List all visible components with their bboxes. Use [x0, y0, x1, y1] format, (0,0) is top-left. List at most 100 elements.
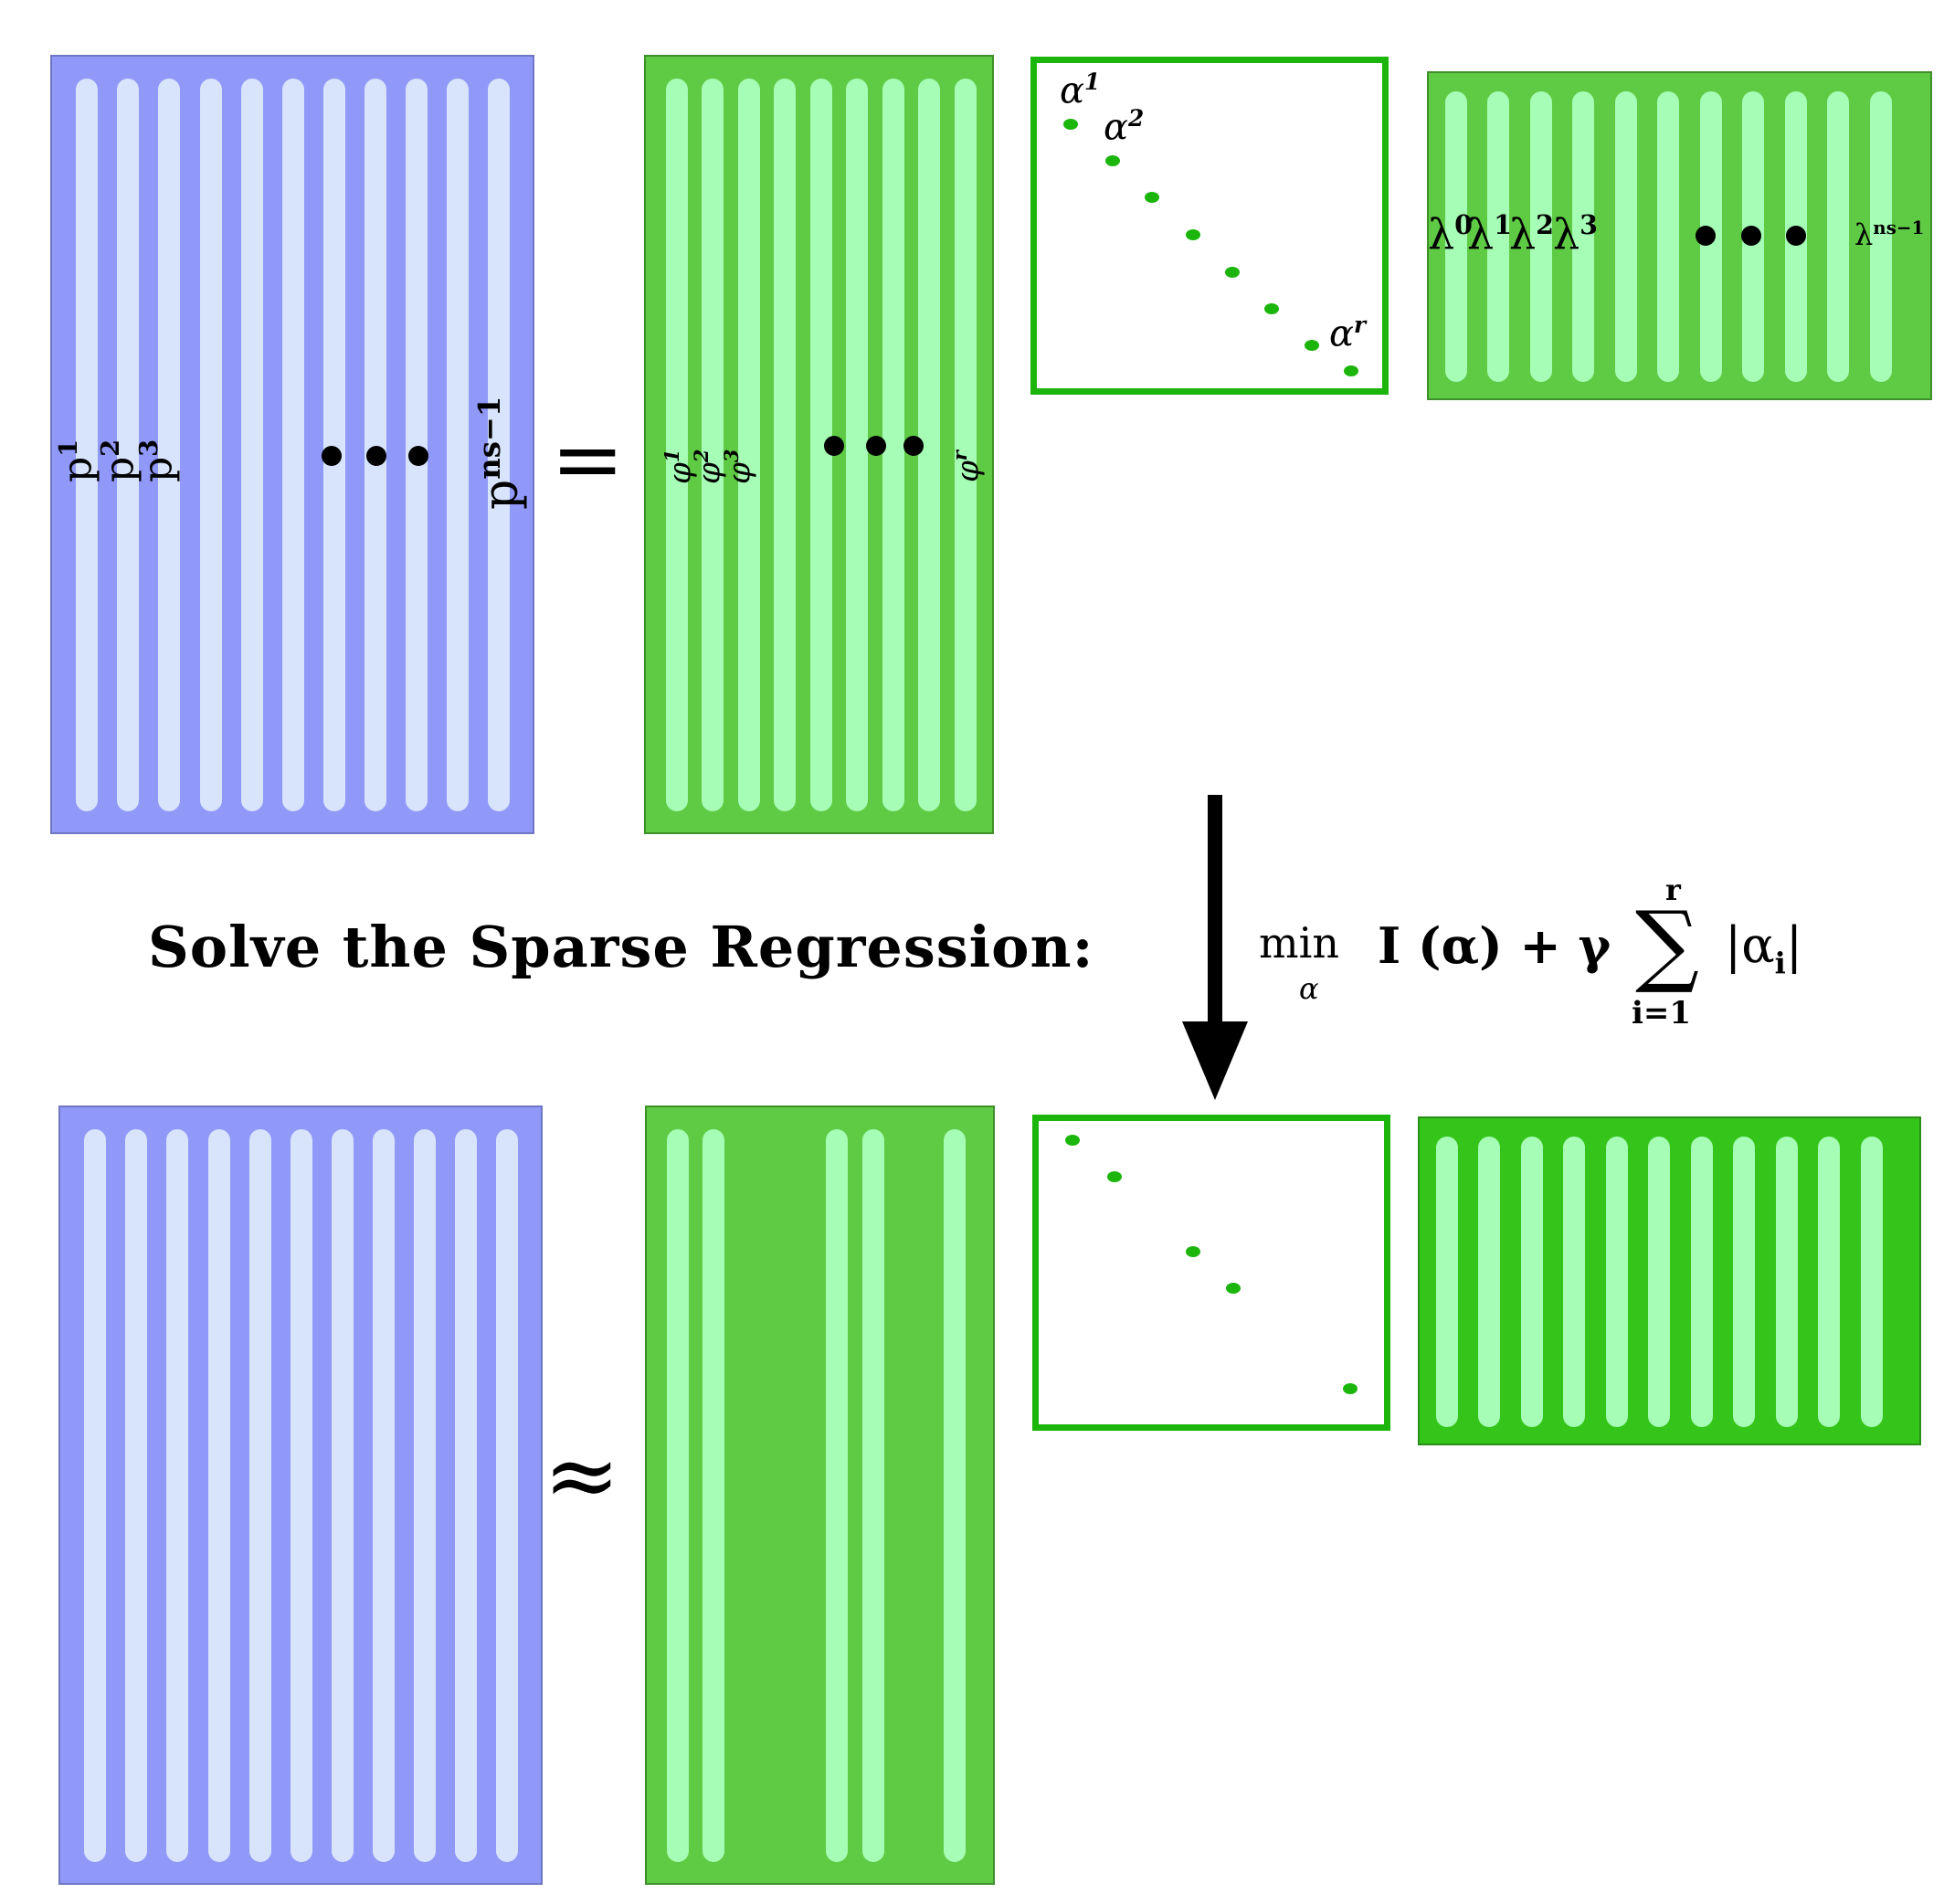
matrix-column-stripe: [862, 1129, 884, 1862]
ellipsis-dot: [1741, 226, 1761, 246]
equals-sign: =: [551, 408, 625, 511]
diagonal-dot: [1107, 1171, 1122, 1182]
mode-label-last: φr: [948, 450, 987, 482]
matrix-column-stripe: [1733, 1137, 1755, 1427]
matrix-column-stripe: [1563, 1137, 1585, 1427]
vandermonde-label-2: λ2: [1509, 209, 1554, 259]
diagonal-dot: [1264, 303, 1279, 314]
matrix-column-stripe: [1861, 1137, 1883, 1427]
matrix-column-stripe: [1615, 91, 1637, 382]
matrix-column-stripe: [373, 1129, 395, 1862]
snapshot-label-1: p1: [54, 439, 101, 482]
vandermonde-label-last: λns−1: [1854, 217, 1925, 252]
matrix-column-stripe: [1436, 1137, 1458, 1427]
matrix-column-stripe: [1818, 1137, 1840, 1427]
matrix-column-stripe: [944, 1129, 966, 1862]
ellipsis-dot: [866, 436, 886, 456]
matrix-column-stripe: [241, 79, 263, 811]
matrix-column-stripe: [667, 1129, 689, 1862]
matrix-column-stripe: [125, 1129, 147, 1862]
matrix-column-stripe: [1572, 91, 1594, 382]
ellipsis-dot: [903, 436, 924, 456]
matrix-column-stripe: [414, 1129, 436, 1862]
matrix-column-stripe: [323, 79, 345, 811]
mode-matrix-top: [644, 55, 994, 834]
matrix-column-stripe: [1606, 1137, 1628, 1427]
matrix-column-stripe: [703, 1129, 724, 1862]
matrix-column-stripe: [406, 79, 428, 811]
matrix-column-stripe: [76, 79, 98, 811]
ellipsis-dot: [1786, 226, 1806, 246]
matrix-column-stripe: [846, 79, 868, 811]
min-subscript: α: [1299, 971, 1319, 1006]
matrix-column-stripe: [826, 1129, 848, 1862]
matrix-column-stripe: [1445, 91, 1467, 382]
ellipsis-dot: [322, 446, 342, 466]
diagonal-dot: [1145, 192, 1159, 203]
matrix-column-stripe: [200, 79, 222, 811]
diagonal-dot: [1063, 119, 1078, 130]
matrix-column-stripe: [1776, 1137, 1798, 1427]
diagonal-dot: [1343, 1383, 1358, 1394]
matrix-column-stripe: [1478, 1137, 1500, 1427]
amplitude-label-1: α1: [1060, 69, 1101, 112]
amplitude-label-r: αr: [1329, 312, 1367, 355]
diagonal-dot: [1186, 1246, 1200, 1257]
diagonal-dot: [1344, 365, 1358, 376]
matrix-column-stripe: [282, 79, 304, 811]
sparse-regression-title: Solve the Sparse Regression:: [148, 914, 1094, 980]
snapshot-label-3: p3: [134, 439, 182, 482]
objective-term: I (α) + γ: [1378, 916, 1611, 975]
matrix-column-stripe: [158, 79, 180, 811]
matrix-column-stripe: [1827, 91, 1849, 382]
snapshot-matrix-bottom: [58, 1105, 543, 1885]
objective-formula: min α I (α) + γ r ∑ i=1 |αi|: [1259, 873, 1935, 1037]
matrix-column-stripe: [1691, 1137, 1713, 1427]
min-operator: min: [1259, 918, 1339, 968]
matrix-column-stripe: [1870, 91, 1892, 382]
vandermonde-matrix-sparse: [1418, 1116, 1921, 1445]
matrix-column-stripe: [1657, 91, 1679, 382]
ellipsis-dot: [408, 446, 428, 466]
down-arrow-icon: [1182, 795, 1248, 1100]
approx-sign: ≈: [544, 1422, 620, 1528]
diagonal-dot: [1226, 1283, 1241, 1294]
sum-symbol: ∑: [1635, 893, 1699, 997]
matrix-column-stripe: [955, 79, 977, 811]
matrix-column-stripe: [291, 1129, 312, 1862]
amplitude-diagonal-matrix-sparse: [1032, 1115, 1390, 1431]
matrix-column-stripe: [702, 79, 724, 811]
matrix-column-stripe: [882, 79, 904, 811]
diagonal-dot: [1186, 229, 1200, 240]
matrix-column-stripe: [84, 1129, 106, 1862]
matrix-column-stripe: [455, 1129, 477, 1862]
matrix-column-stripe: [496, 1129, 518, 1862]
diagonal-dot: [1105, 155, 1120, 166]
vandermonde-label-3: λ3: [1553, 209, 1598, 259]
matrix-column-stripe: [1487, 91, 1509, 382]
matrix-column-stripe: [208, 1129, 230, 1862]
snapshot-label-last: pns−1: [472, 396, 529, 510]
amplitude-diagonal-matrix-top: [1030, 57, 1389, 395]
matrix-column-stripe: [488, 79, 510, 811]
ellipsis-dot: [366, 446, 386, 466]
vandermonde-label-1: λ1: [1467, 209, 1512, 259]
matrix-column-stripe: [666, 79, 688, 811]
diagonal-dot: [1305, 340, 1319, 351]
matrix-column-stripe: [1521, 1137, 1543, 1427]
amplitude-label-2: α2: [1104, 105, 1145, 149]
sum-upper-limit: r: [1665, 873, 1681, 907]
ellipsis-dot: [1696, 226, 1716, 246]
snapshot-matrix-top: [50, 55, 534, 834]
matrix-column-stripe: [738, 79, 760, 811]
matrix-column-stripe: [364, 79, 386, 811]
matrix-column-stripe: [774, 79, 796, 811]
matrix-column-stripe: [1530, 91, 1552, 382]
diagonal-dot: [1225, 267, 1240, 278]
sum-lower-limit: i=1: [1632, 995, 1692, 1031]
diagonal-dot: [1065, 1135, 1080, 1146]
vandermonde-label-0: λ0: [1428, 209, 1473, 259]
matrix-column-stripe: [249, 1129, 271, 1862]
matrix-column-stripe: [117, 79, 139, 811]
matrix-column-stripe: [332, 1129, 354, 1862]
